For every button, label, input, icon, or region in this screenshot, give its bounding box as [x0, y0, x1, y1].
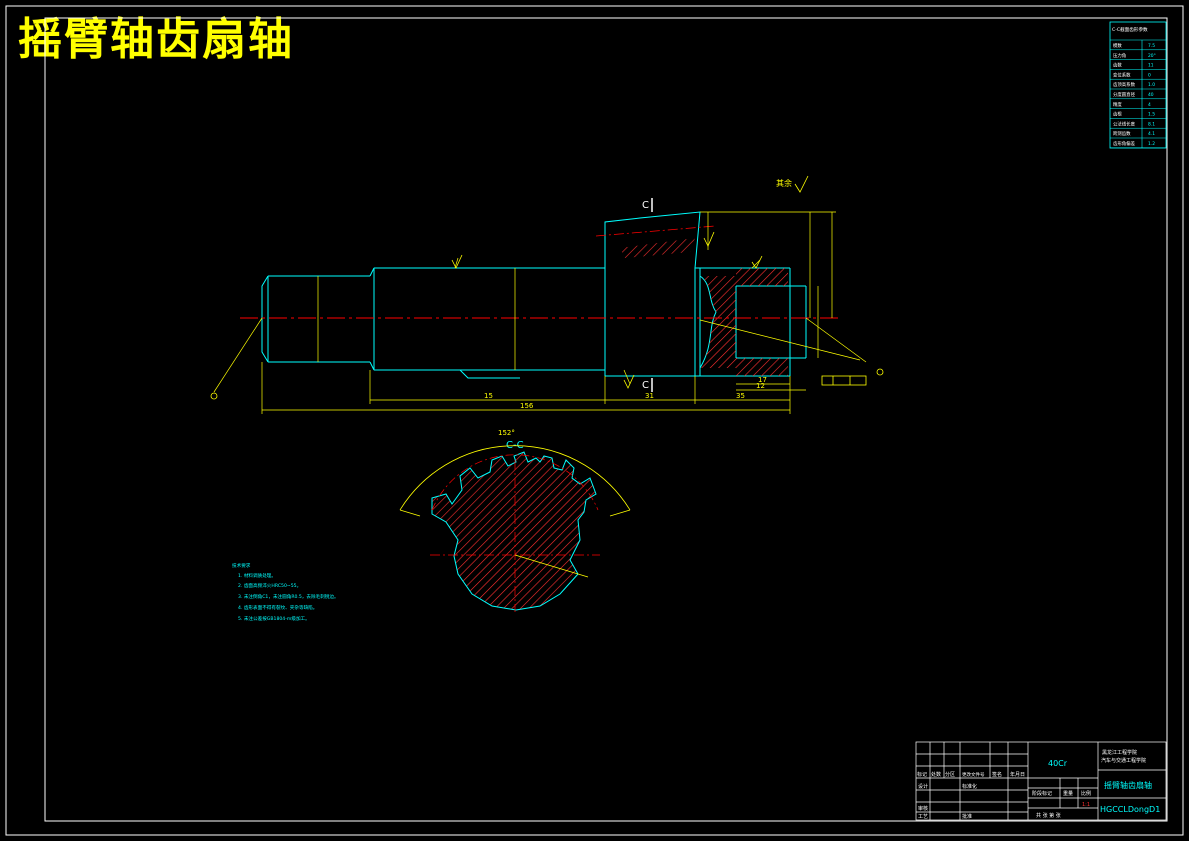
param-label: 变位系数 — [1113, 71, 1131, 78]
section-mark-bottom: C — [642, 378, 653, 392]
param-value: 0 — [1148, 72, 1151, 78]
param-value: 7.5 — [1148, 43, 1155, 49]
svg-text:标准化: 标准化 — [962, 783, 977, 790]
tolerance-frame — [210, 368, 884, 400]
inner-frame — [44, 17, 1168, 822]
param-label: 精度 — [1113, 101, 1122, 108]
param-value: 40 — [1148, 92, 1154, 98]
svg-text:更改文件号: 更改文件号 — [962, 771, 985, 778]
svg-text:1. 材料调质处理。: 1. 材料调质处理。 — [238, 572, 276, 579]
param-table-title: C-C截面齿形参数 — [1112, 26, 1148, 33]
tooth-centerline — [595, 225, 716, 237]
gear-sector-profile — [431, 451, 597, 611]
svg-text:1:1: 1:1 — [1082, 802, 1090, 808]
svg-text:比例: 比例 — [1081, 790, 1091, 797]
svg-text:设计: 设计 — [918, 783, 928, 790]
dimension-lines — [213, 211, 867, 414]
section-view: C-C 152° — [399, 429, 631, 612]
param-label: 齿根 — [1113, 111, 1122, 118]
param-value: 11 — [1148, 63, 1154, 69]
param-label: 压力角 — [1113, 52, 1126, 59]
roughness-symbols — [451, 175, 809, 389]
param-value: 4.1 — [1148, 131, 1155, 137]
shaft-hatching — [620, 238, 788, 376]
param-value: 1.2 — [1148, 141, 1155, 147]
svg-text:C: C — [642, 380, 649, 391]
svg-text:4. 齿形表面不得有裂纹、夹杂等缺陷。: 4. 齿形表面不得有裂纹、夹杂等缺陷。 — [238, 604, 317, 611]
svg-text:重量: 重量 — [1063, 790, 1073, 797]
svg-text:156: 156 — [520, 402, 534, 410]
svg-text:汽车与交通工程学院: 汽车与交通工程学院 — [1101, 757, 1146, 764]
svg-text:3. 未注倒角C1，未注圆角R0.5，去除毛刺锐边。: 3. 未注倒角C1，未注圆角R0.5，去除毛刺锐边。 — [238, 593, 339, 600]
title-block-text: 40Cr 黑龙江工程学院 汽车与交通工程学院 摇臂轴齿扇轴 HGCCLDongD… — [917, 749, 1160, 820]
svg-text:工艺: 工艺 — [918, 814, 928, 820]
section-mark-top: C — [642, 198, 653, 212]
svg-text:2. 齿面高频淬火HRC50~55。: 2. 齿面高频淬火HRC50~55。 — [238, 582, 301, 589]
title-block — [915, 741, 1167, 821]
param-label: 齿数 — [1113, 62, 1122, 69]
param-label: 跨测齿数 — [1113, 130, 1131, 137]
dimension-texts: 156 15 31 35 12 17 其余 — [484, 178, 792, 410]
svg-text:35: 35 — [736, 392, 745, 400]
svg-text:处数: 处数 — [931, 771, 941, 778]
svg-text:分区: 分区 — [945, 771, 955, 778]
part-name-text: 摇臂轴齿扇轴 — [1104, 780, 1152, 790]
technical-notes: 技术要求 1. 材料调质处理。 2. 齿面高频淬火HRC50~55。 3. 未注… — [232, 562, 339, 622]
svg-text:签名: 签名 — [992, 771, 1002, 778]
svg-text:5. 未注公差按GB1804-m级加工。: 5. 未注公差按GB1804-m级加工。 — [238, 615, 310, 622]
svg-text:黑龙江工程学院: 黑龙江工程学院 — [1102, 749, 1137, 756]
svg-text:17: 17 — [758, 376, 767, 384]
svg-text:其余: 其余 — [776, 178, 792, 188]
svg-text:C: C — [642, 200, 649, 211]
svg-text:标记: 标记 — [917, 771, 927, 778]
svg-text:技术要求: 技术要求 — [232, 562, 251, 569]
param-label: 公法线长度 — [1113, 120, 1136, 127]
param-label: 分度圆直径 — [1113, 91, 1136, 98]
material-text: 40Cr — [1048, 759, 1068, 768]
param-value: 1.0 — [1148, 82, 1155, 88]
drawing-code-text: HGCCLDongD1 — [1100, 805, 1160, 814]
param-value: 4 — [1148, 102, 1151, 108]
drawing-title: 摇臂轴齿扇轴 — [18, 14, 294, 65]
svg-text:年月日: 年月日 — [1010, 771, 1025, 778]
svg-text:12: 12 — [756, 382, 765, 390]
svg-text:共 张 第 张: 共 张 第 张 — [1036, 812, 1061, 819]
param-value: 8.1 — [1148, 121, 1155, 127]
param-value: 20° — [1148, 53, 1156, 59]
gear-parameter-table: C-C截面齿形参数 模数 7.5 压力角 20° 齿数 11 变位系数 0 齿顶高系数 1.0 分度… — [1109, 21, 1167, 149]
param-label: 模数 — [1113, 42, 1122, 49]
svg-text:15: 15 — [484, 392, 493, 400]
outer-frame — [5, 5, 1184, 836]
svg-text:阶段标记: 阶段标记 — [1032, 790, 1052, 797]
param-value: 1.5 — [1148, 112, 1155, 118]
svg-text:152°: 152° — [498, 429, 515, 437]
svg-text:审核: 审核 — [918, 805, 928, 812]
svg-text:31: 31 — [645, 392, 654, 400]
param-label: 齿形角偏差 — [1113, 140, 1136, 147]
svg-text:批准: 批准 — [962, 813, 972, 820]
param-label: 齿顶高系数 — [1113, 81, 1136, 88]
